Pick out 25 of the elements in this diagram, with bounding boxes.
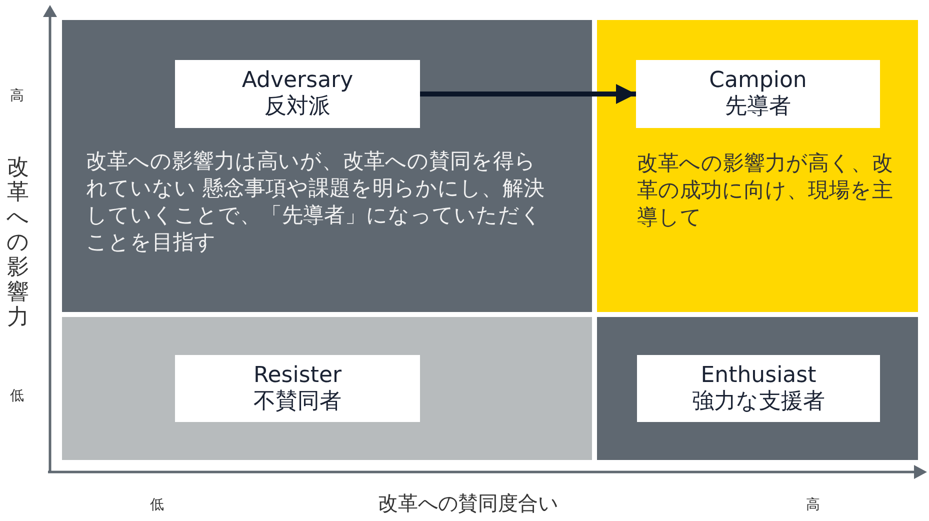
quadrant-panel bbox=[597, 317, 918, 460]
arrow bbox=[420, 84, 636, 104]
axis-title: 改革への賛同度合い bbox=[378, 490, 558, 517]
axis-tick-label: 高 bbox=[10, 87, 24, 105]
role-name-japanese: 反対派 bbox=[264, 94, 332, 120]
role-name: Campion bbox=[708, 68, 808, 94]
role-name-japanese: 不賛同者 bbox=[252, 388, 342, 414]
role-name: Resister bbox=[252, 362, 343, 388]
name-card bbox=[175, 355, 420, 422]
role-name: Adversary bbox=[240, 68, 354, 94]
quadrant-panel bbox=[597, 20, 918, 312]
axis-tick-label: 低 bbox=[10, 387, 24, 405]
quadrant-panel bbox=[62, 20, 592, 312]
description-text: 改革への影響力が高く、改革の成功に向け、現場を主導して bbox=[637, 150, 894, 231]
role-name-japanese: 強力な支援者 bbox=[691, 388, 826, 414]
axis-tick-label: 高 bbox=[806, 496, 820, 514]
role-name-japanese: 先導者 bbox=[724, 94, 792, 120]
name-card bbox=[175, 60, 420, 128]
description-text: 改革への影響力は高いが、改革への賛同を得られていない 懸念事項や課題を明らかにし、解決していくことで、「先導者」になっていただくことを目指す bbox=[86, 148, 546, 256]
axis-tick-label: 低 bbox=[150, 496, 164, 514]
quadrant-panel bbox=[62, 317, 592, 460]
axis-title: 改革への影響力 bbox=[6, 155, 30, 330]
role-name: Enthusiast bbox=[700, 362, 818, 388]
name-card bbox=[636, 60, 880, 128]
name-card bbox=[637, 355, 880, 422]
